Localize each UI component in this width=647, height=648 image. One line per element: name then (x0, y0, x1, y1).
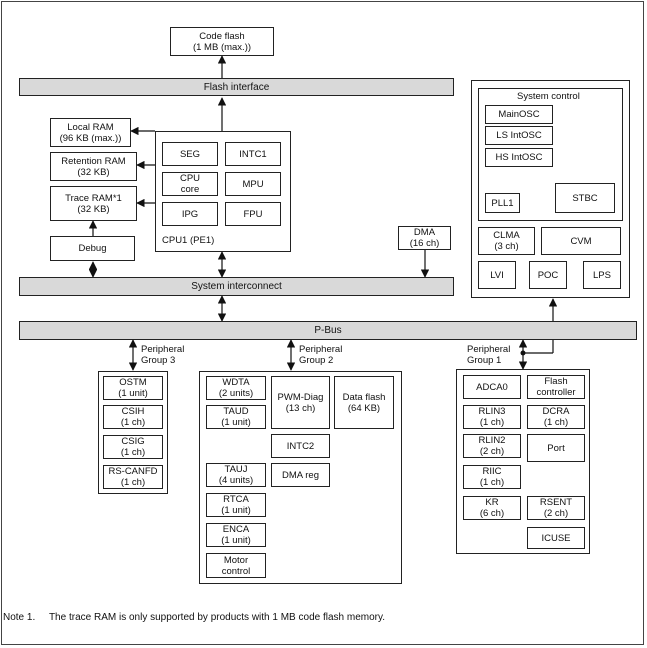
pwm-diag-block: PWM-Diag (13 ch) (271, 376, 330, 429)
enca-block: ENCA (1 unit) (206, 523, 266, 547)
tauj-block: TAUJ (4 units) (206, 463, 266, 487)
footnote: Note 1. The trace RAM is only supported … (3, 612, 386, 623)
cpu1-label: CPU1 (PE1) (162, 235, 215, 246)
kr-block: KR (6 ch) (463, 496, 521, 520)
hs-intosc-block: HS IntOSC (485, 148, 553, 167)
data-flash-block: Data flash (64 KB) (334, 376, 394, 429)
cpu1-container (155, 131, 291, 252)
poc-block: POC (529, 261, 567, 289)
taud-block: TAUD (1 unit) (206, 405, 266, 429)
cpu1-ipg: IPG (162, 202, 218, 226)
cpu1-core: CPU core (162, 172, 218, 196)
group1-label: Peripheral Group 1 (467, 344, 511, 366)
group2-label: Peripheral Group 2 (299, 344, 343, 366)
cpu1-fpu: FPU (225, 202, 281, 226)
port-block: Port (527, 434, 585, 462)
csig-block: CSIG (1 ch) (103, 435, 163, 459)
cvm-block: CVM (541, 227, 621, 255)
main-osc-block: MainOSC (485, 105, 553, 124)
adca0-block: ADCA0 (463, 375, 521, 399)
clma-block: CLMA (3 ch) (478, 227, 535, 255)
cpu1-mpu: MPU (225, 172, 281, 196)
trace-ram-block: Trace RAM*1 (32 KB) (50, 186, 137, 221)
retention-ram-block: Retention RAM (32 KB) (50, 152, 137, 181)
riic-block: RIIC (1 ch) (463, 465, 521, 489)
code-flash-block: Code flash (1 MB (max.)) (170, 27, 274, 56)
icuse-block: ICUSE (527, 527, 585, 549)
group3-container (98, 371, 168, 494)
cpu1-intc1: INTC1 (225, 142, 281, 166)
rtca-block: RTCA (1 unit) (206, 493, 266, 517)
motor-control-block: Motor control (206, 553, 266, 578)
rlin2-block: RLIN2 (2 ch) (463, 434, 521, 458)
group3-label: Peripheral Group 3 (141, 344, 185, 366)
csih-block: CSIH (1 ch) (103, 405, 163, 429)
lps-block: LPS (583, 261, 621, 289)
p-bus: P-Bus (19, 321, 637, 340)
group2-container (199, 371, 402, 584)
flash-controller-block: Flash controller (527, 375, 585, 399)
rsent-block: RSENT (2 ch) (527, 496, 585, 520)
cpu1-seg: SEG (162, 142, 218, 166)
lvi-block: LVI (478, 261, 516, 289)
local-ram-block: Local RAM (96 KB (max.)) (50, 118, 131, 147)
rlin3-block: RLIN3 (1 ch) (463, 405, 521, 429)
debug-block: Debug (50, 236, 135, 261)
ostm-block: OSTM (1 unit) (103, 376, 163, 400)
system-control-title: System control (517, 91, 580, 102)
ls-intosc-block: LS IntOSC (485, 126, 553, 145)
group1-container (456, 369, 590, 554)
wdta-block: WDTA (2 units) (206, 376, 266, 400)
intc2-block: INTC2 (271, 434, 330, 458)
system-control-inner (478, 88, 623, 221)
system-interconnect-bus: System interconnect (19, 277, 454, 296)
dma-block: DMA (16 ch) (398, 226, 451, 250)
rs-canfd-block: RS-CANFD (1 ch) (103, 465, 163, 489)
flash-interface-bus: Flash interface (19, 78, 454, 96)
system-control-outer (471, 80, 630, 298)
pll1-block: PLL1 (485, 193, 520, 213)
dcra-block: DCRA (1 ch) (527, 405, 585, 429)
dma-reg-block: DMA reg (271, 463, 330, 487)
stbc-block: STBC (555, 183, 615, 213)
